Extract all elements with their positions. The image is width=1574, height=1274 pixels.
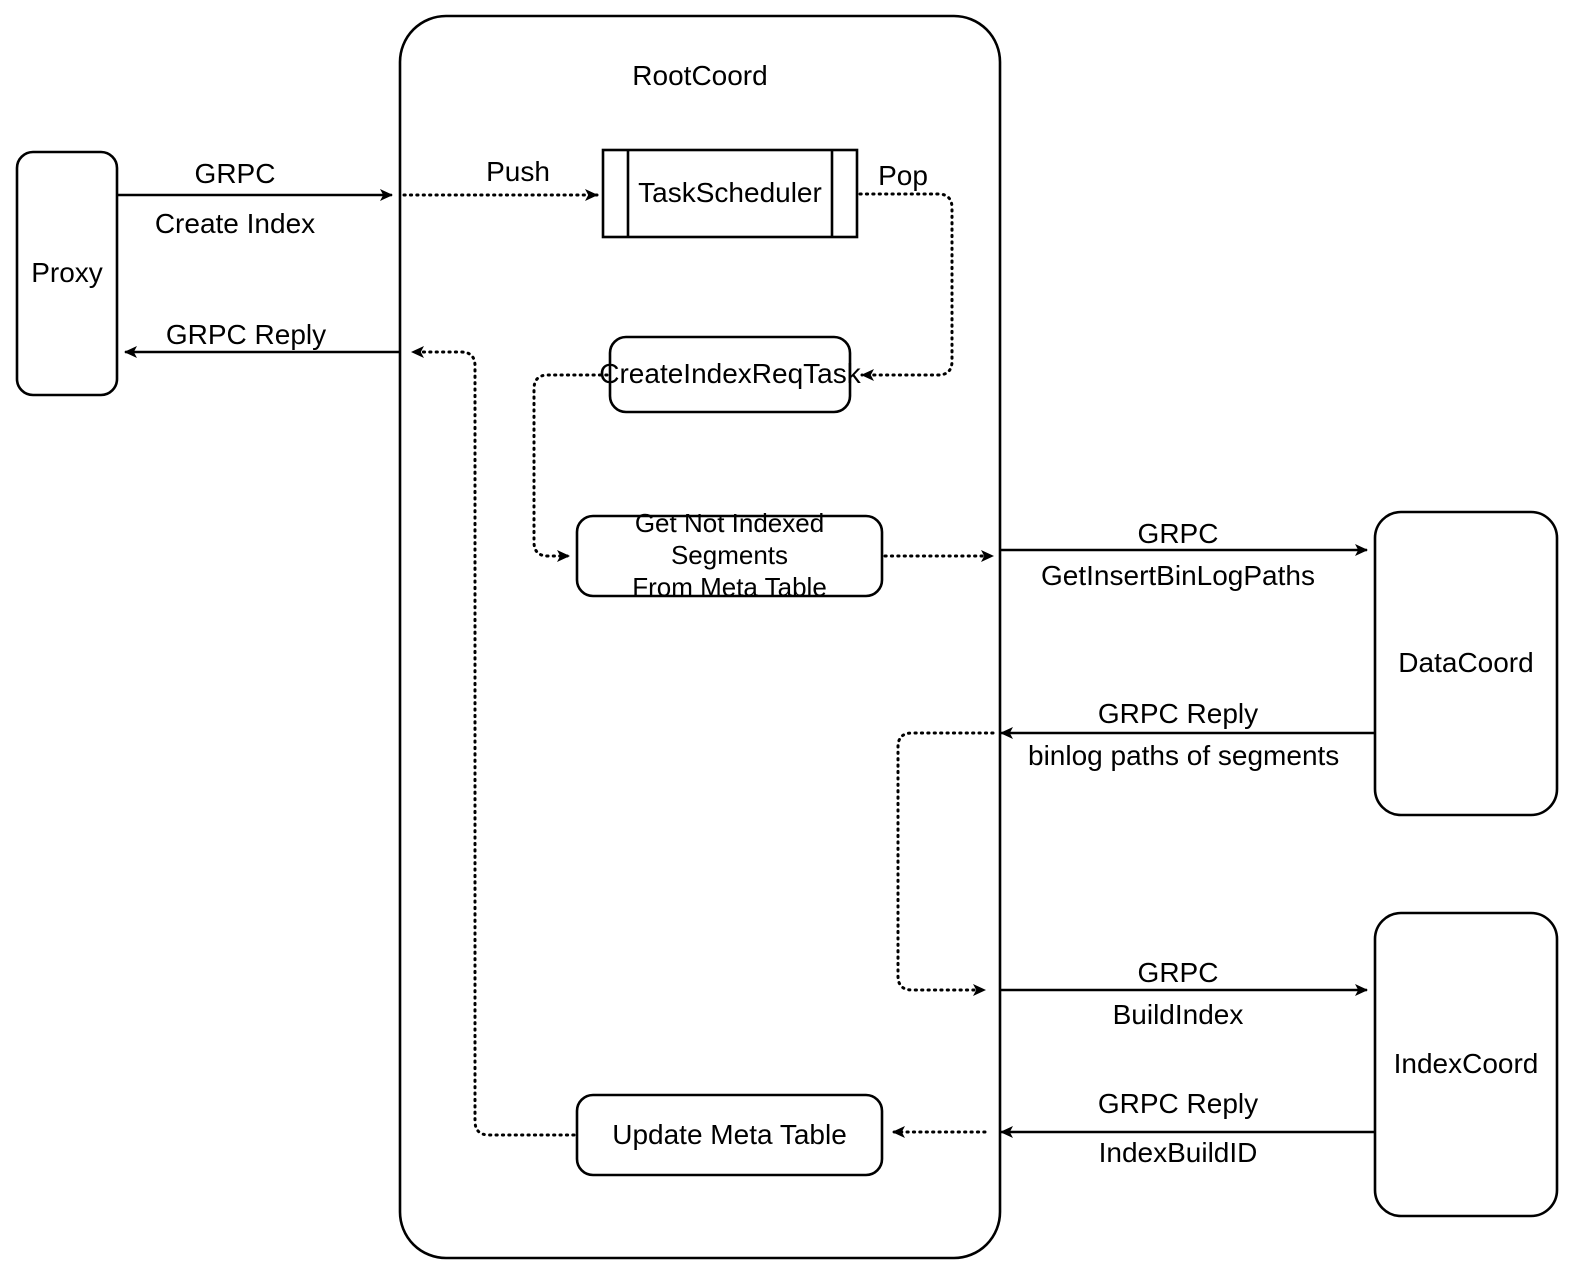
node-datacoord[interactable] (1373, 510, 1559, 817)
node-taskscheduler[interactable] (601, 148, 859, 239)
node-updatemetatable[interactable] (575, 1093, 884, 1177)
edge-updatemetatable-to-grpcreply (410, 346, 576, 1137)
container-rootcoord (398, 14, 1002, 1260)
node-proxy[interactable] (15, 150, 119, 397)
edge-pop-to-createindexreqtask (858, 192, 954, 381)
edge-createindexreqtask-to-getsegments (532, 373, 609, 562)
node-indexcoord[interactable] (1373, 911, 1559, 1218)
node-createindexreqtask[interactable] (608, 335, 852, 414)
node-getnotindexedsegments[interactable] (575, 514, 884, 598)
edge-binlogreply-to-buildindex (896, 731, 995, 996)
